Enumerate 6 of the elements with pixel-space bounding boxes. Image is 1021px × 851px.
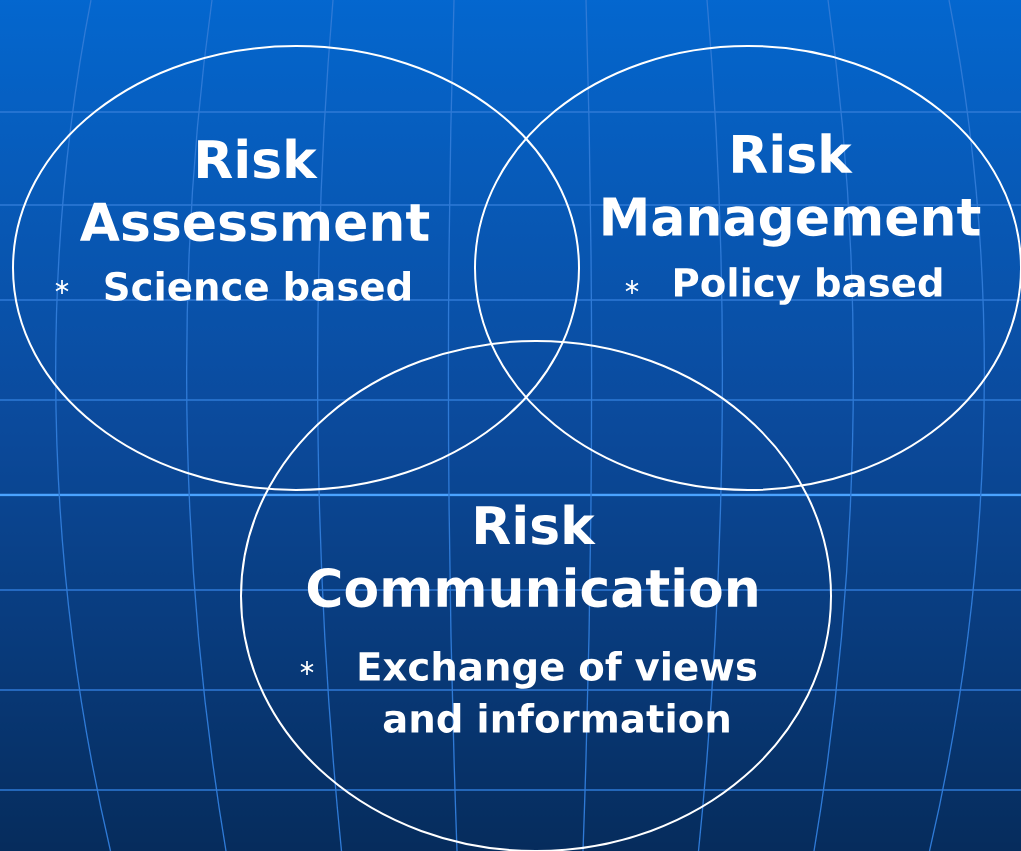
bullet-text: Exchange of views and information	[359, 651, 757, 733]
heading: Risk Management	[603, 133, 981, 247]
bullet-text: Policy based	[675, 267, 942, 305]
heading: Risk Assessment	[79, 138, 430, 242]
heading: Risk Communication	[307, 504, 757, 608]
bullet-text: Science based	[105, 271, 410, 301]
